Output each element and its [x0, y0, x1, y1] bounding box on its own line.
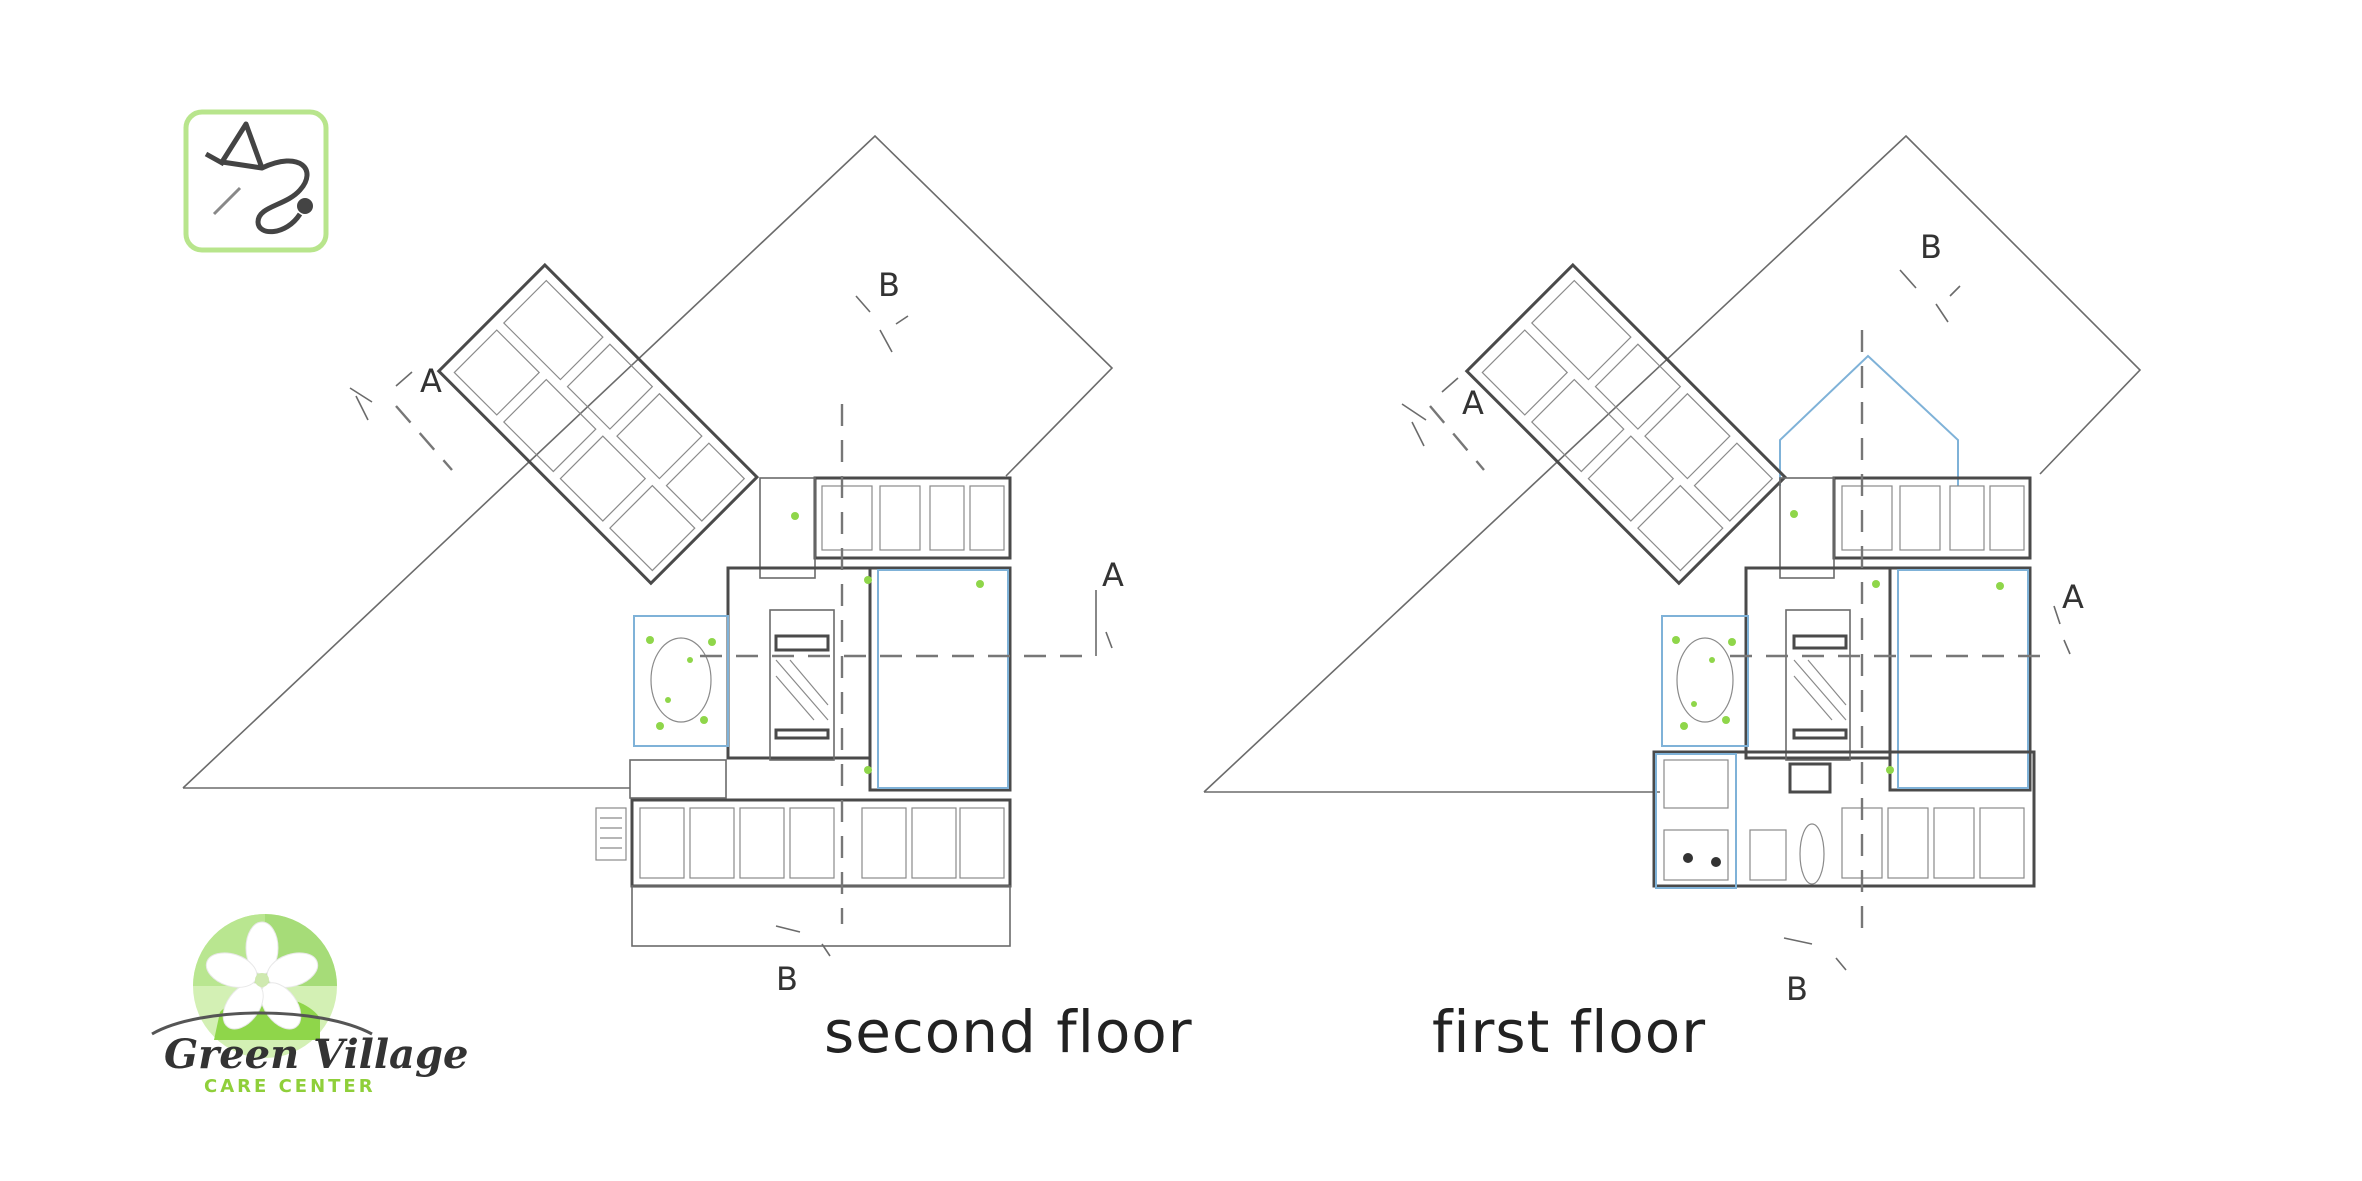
logo-tagline: CARE CENTER: [204, 1076, 376, 1097]
second-floor-title: second floor: [824, 998, 1193, 1066]
green-village-logo: [151, 914, 373, 1058]
second-floor-section-a-marker-nw: A: [420, 362, 442, 400]
first-floor-plan: [1203, 134, 2142, 971]
first-floor-section-b-marker-s: B: [1786, 970, 1808, 1008]
second-floor-section-b-marker-s: B: [776, 960, 798, 998]
first-floor-section-b-marker-n: B: [1920, 228, 1942, 266]
stethoscope-icon: [183, 109, 329, 253]
second-floor-plan: [182, 134, 1114, 957]
second-floor-section-b-marker-n: B: [878, 266, 900, 304]
second-floor-section-a-marker-e: A: [1102, 556, 1124, 594]
first-floor-section-a-marker-e: A: [2062, 578, 2084, 616]
first-floor-section-a-marker-nw: A: [1462, 384, 1484, 422]
first-floor-title: first floor: [1432, 998, 1706, 1066]
logo-brand-name: Green Village: [164, 1031, 468, 1078]
